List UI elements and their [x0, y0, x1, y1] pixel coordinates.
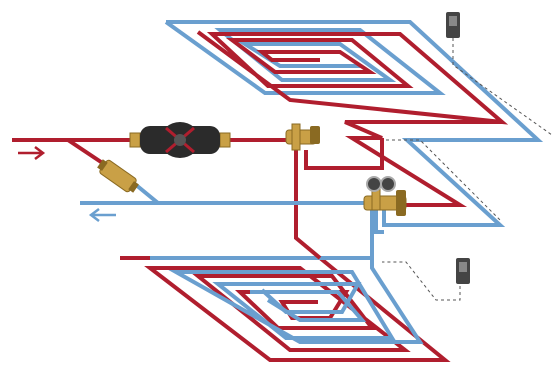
- return-riser: [374, 205, 384, 234]
- supply-mains: [12, 138, 384, 260]
- upper-floor-loop: [164, 20, 544, 227]
- supply-upper-feed: [304, 138, 384, 170]
- lower-floor-loop: [120, 210, 451, 362]
- arrow-left-icon: [88, 208, 116, 222]
- upper-loop-supply-outlet: [344, 120, 502, 207]
- mixing-valve-icon: [97, 159, 139, 193]
- upper-control-wire: [452, 38, 552, 136]
- upper-loop-return-pipe: [166, 20, 544, 227]
- supply-riser: [294, 140, 322, 260]
- room-thermostat-icon: [446, 12, 460, 38]
- room-thermostat-icon: [456, 258, 470, 284]
- supply-manifold-icon: [285, 123, 320, 151]
- lower-control-wire: [382, 261, 461, 301]
- lower-loop-return-spiral-inner: [250, 290, 367, 322]
- circulation-pump-icon: [129, 122, 231, 158]
- upper-loop-return-spiral: [164, 20, 446, 95]
- upper-loop-supply-spiral: [196, 30, 509, 125]
- return-manifold-icon: [363, 176, 407, 216]
- arrow-right-icon: [18, 146, 46, 160]
